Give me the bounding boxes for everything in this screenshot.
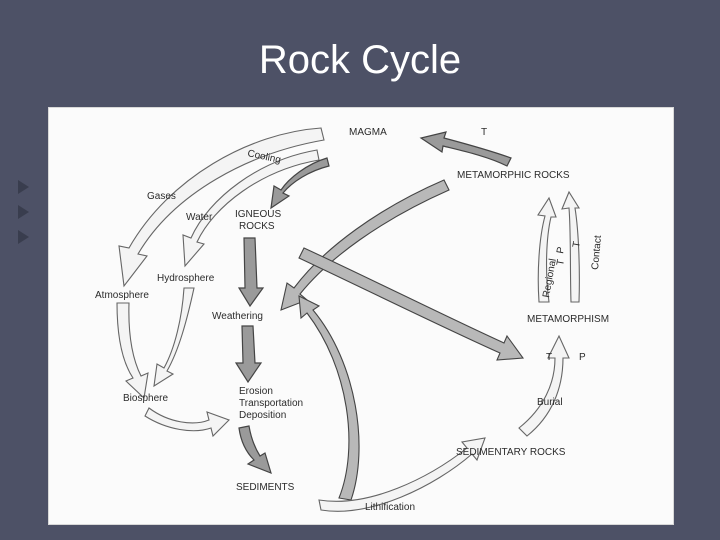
label-t-bottom: T <box>546 352 552 363</box>
background-arrow-decoration <box>18 180 29 194</box>
arrow-metamorphic-to-weathering <box>280 179 450 311</box>
arrow-atmosphere-to-biosphere <box>116 302 149 400</box>
label-deposition: Deposition <box>239 410 286 421</box>
label-biosphere: Biosphere <box>123 393 168 404</box>
arrow-contact-up <box>561 190 580 303</box>
arrow-metamorphic-to-magma <box>419 131 512 167</box>
arrow-biosphere-to-erosion <box>144 407 230 438</box>
arrow-weathering-to-erosion <box>234 325 263 384</box>
label-magma: MAGMA <box>349 127 387 138</box>
background-arrow-decoration <box>18 230 29 244</box>
label-p-regional: P <box>555 246 567 255</box>
label-p-bottom: P <box>579 352 586 363</box>
label-water: Water <box>186 212 213 223</box>
label-rocks: ROCKS <box>239 221 275 232</box>
label-t-top: T <box>481 127 487 138</box>
rock-cycle-diagram: MAGMA T METAMORPHIC ROCKS Cooling Gases … <box>48 107 674 525</box>
arrow-igneous-to-weathering <box>237 237 265 308</box>
arrow-sedimentary-to-metamorphism <box>518 334 570 437</box>
arrow-magma-to-igneous <box>270 157 330 210</box>
label-atmosphere: Atmosphere <box>95 290 149 301</box>
background-arrow-decoration <box>18 205 29 219</box>
arrow-magma-to-hydrosphere <box>182 149 320 268</box>
label-igneous: IGNEOUS <box>235 209 281 220</box>
arrow-weathering-to-metamorphism <box>298 247 525 361</box>
label-contact: Contact <box>590 235 604 271</box>
arrow-hydrosphere-to-biosphere <box>153 287 195 388</box>
arrow-deposition-to-sediments <box>238 425 272 475</box>
label-burial: Burial <box>537 397 563 408</box>
label-sedimentary-rocks: SEDIMENTARY ROCKS <box>456 447 566 458</box>
label-hydrosphere: Hydrosphere <box>157 273 215 284</box>
label-erosion: Erosion <box>239 386 273 397</box>
slide-title: Rock Cycle <box>258 38 462 82</box>
label-weathering: Weathering <box>212 311 263 322</box>
arrow-sedimentary-to-weathering <box>298 295 360 501</box>
label-gases: Gases <box>147 191 176 202</box>
label-sediments: SEDIMENTS <box>236 482 295 493</box>
label-t-regional: T <box>555 259 567 267</box>
label-metamorphic-rocks: METAMORPHIC ROCKS <box>457 170 570 181</box>
label-lithification: Lithification <box>365 502 415 513</box>
arrow-sediments-to-sedimentary <box>318 437 486 512</box>
label-transportation: Transportation <box>239 398 303 409</box>
arrow-regional-up <box>537 196 557 303</box>
label-metamorphism: METAMORPHISM <box>527 314 609 325</box>
arrow-magma-to-atmosphere <box>118 127 325 288</box>
diagram-canvas: MAGMA T METAMORPHIC ROCKS Cooling Gases … <box>95 127 609 513</box>
label-t-contact: T <box>571 241 583 249</box>
